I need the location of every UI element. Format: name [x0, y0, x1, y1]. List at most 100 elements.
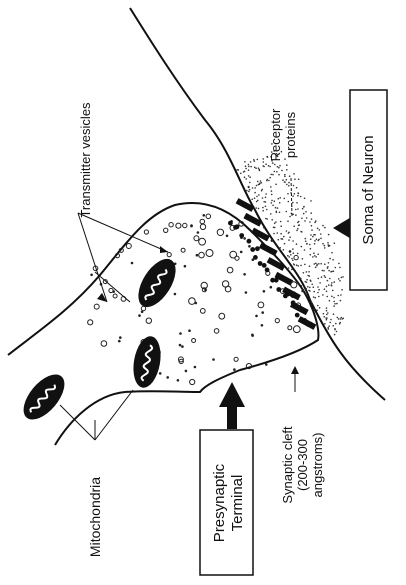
stipple-dot: [296, 230, 298, 232]
stipple-dot: [286, 179, 288, 181]
vesicle-dot: [212, 358, 215, 361]
stipple-dot: [260, 180, 262, 182]
vesicle-dot: [255, 315, 258, 318]
stipple-dot: [306, 282, 308, 284]
stipple-dot: [245, 168, 247, 170]
stipple-dot: [294, 193, 296, 195]
label-transmitter-vesicles: Transmitter vesicles: [78, 102, 93, 218]
stipple-dot: [316, 264, 318, 266]
stipple-dot: [286, 230, 288, 232]
stipple-dot: [320, 263, 322, 265]
stipple-dot: [326, 310, 328, 312]
vesicle-dot: [190, 224, 193, 227]
vesicle: [192, 339, 196, 343]
stipple-dot: [333, 305, 335, 307]
stipple-dot: [309, 265, 311, 267]
stipple-dot: [279, 247, 281, 249]
stipple-dot: [297, 208, 299, 210]
active-zone-vesicle: [247, 239, 252, 244]
stipple-dot: [277, 207, 279, 209]
stipple-dot: [336, 303, 338, 305]
stipple-dot: [289, 175, 291, 177]
stipple-dot: [324, 275, 326, 277]
stipple-dot: [307, 286, 309, 288]
stipple-dot: [263, 201, 265, 203]
mitochondrion-3: [16, 367, 72, 426]
stipple-dot: [244, 171, 246, 173]
leader-mito-1: [60, 405, 95, 440]
stipple-dot: [274, 222, 276, 224]
stipple-dot: [335, 323, 337, 325]
stipple-dot: [316, 239, 318, 241]
stipple-dot: [261, 182, 263, 184]
stipple-dot: [324, 288, 326, 290]
stipple-dot: [278, 239, 280, 241]
stipple-dot: [325, 276, 327, 278]
stipple-dot: [311, 301, 313, 303]
stipple-dot: [270, 174, 272, 176]
stipple-dot: [331, 271, 333, 273]
stipple-dot: [274, 200, 276, 202]
stipple-dot: [336, 331, 338, 333]
stipple-dot: [288, 182, 290, 184]
stipple-dot: [276, 171, 278, 173]
label-presynaptic-line1: Presynaptic: [211, 463, 228, 542]
stipple-dot: [326, 286, 328, 288]
stipple-dot: [279, 165, 281, 167]
stipple-dot: [249, 176, 251, 178]
stipple-dot: [339, 280, 341, 282]
stipple-dot: [321, 276, 323, 278]
stipple-dot: [259, 182, 261, 184]
stipple-dot: [306, 279, 308, 281]
arrow-up-icon: [219, 382, 245, 429]
stipple-dot: [283, 236, 285, 238]
vesicle-dot: [119, 336, 122, 339]
stipple-dot: [287, 255, 289, 257]
vesicle: [126, 244, 131, 249]
stipple-dot: [331, 296, 333, 298]
stipple-dot: [263, 161, 265, 163]
stipple-dot: [315, 263, 317, 265]
receptor-protein: [282, 287, 301, 301]
stipple-dot: [269, 177, 271, 179]
stipple-dot: [295, 209, 297, 211]
stipple-dot: [274, 164, 276, 166]
stipple-dot: [248, 191, 250, 193]
vesicle-dot: [177, 379, 180, 382]
stipple-dot: [306, 217, 308, 219]
stipple-dot: [288, 232, 290, 234]
stipple-dot: [279, 202, 281, 204]
stipple-dot: [317, 286, 319, 288]
stipple-dot: [328, 284, 330, 286]
vesicle: [293, 326, 300, 333]
stipple-dot: [249, 189, 251, 191]
active-zone-vesicle: [262, 263, 267, 268]
stipple-dot: [304, 220, 306, 222]
stipple-dot: [322, 270, 324, 272]
vesicle-dot: [243, 273, 246, 276]
stipple-dot: [256, 196, 258, 198]
label-cleft-line3: angstroms): [310, 432, 325, 497]
vesicle: [169, 223, 173, 227]
stipple-dot: [339, 267, 341, 269]
stipple-dot: [324, 245, 326, 247]
vesicle: [200, 309, 205, 314]
vesicle: [200, 224, 205, 229]
stipple-dot: [290, 254, 292, 256]
vesicle: [199, 252, 205, 258]
stipple-dot: [287, 193, 289, 195]
stipple-dot: [248, 164, 250, 166]
stipple-dot: [305, 211, 307, 213]
stipple-dot: [304, 264, 306, 266]
stipple-dot: [323, 270, 325, 272]
stipple-dot: [326, 317, 328, 319]
stipple-dot: [265, 193, 267, 195]
stipple-dot: [328, 325, 330, 327]
vesicle: [144, 230, 148, 234]
stipple-dot: [324, 227, 326, 229]
stipple-dot: [271, 194, 273, 196]
stipple-dot: [297, 265, 299, 267]
stipple-dot: [292, 240, 294, 242]
stipple-dot: [257, 159, 259, 161]
stipple-dot: [313, 296, 315, 298]
